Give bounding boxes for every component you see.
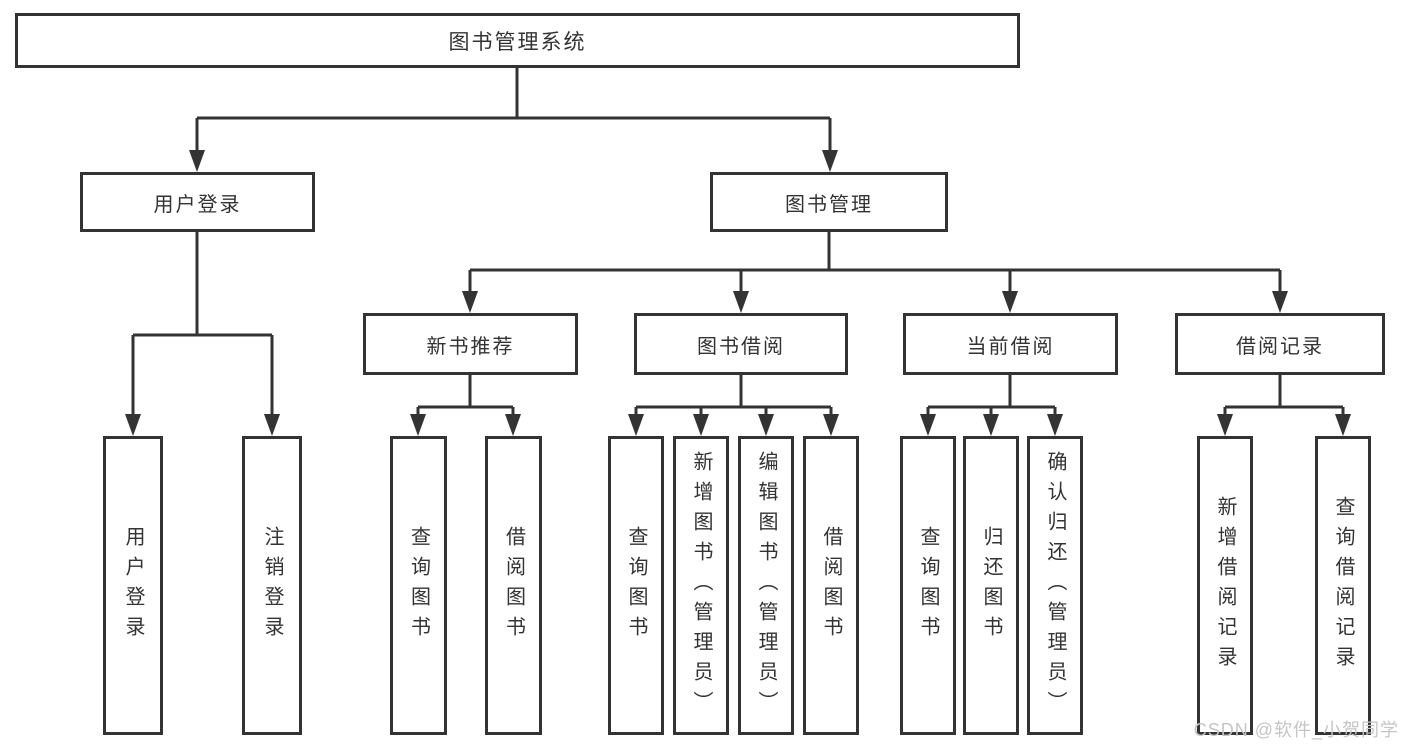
node-label: 借阅图书 [502,525,525,646]
node-leaf-add-borrow-record: 新增借阅记录 [1197,436,1253,735]
node-book-management: 图书管理 [710,172,948,232]
node-leaf-return-books: 归还图书 [963,436,1019,735]
node-user-login: 用户登录 [80,172,315,232]
node-label: 归还图书 [980,525,1002,646]
node-new-book-recommend: 新书推荐 [363,313,578,375]
node-leaf-user-login: 用户登录 [103,436,163,735]
node-library-management-system: 图书管理系统 [15,13,1020,68]
node-leaf-borrow-books: 借阅图书 [803,436,859,735]
node-label: 借阅图书 [820,525,842,646]
node-label: 查询图书 [407,525,430,646]
node-borrowing-records: 借阅记录 [1175,313,1385,375]
node-label: 用户登录 [122,525,144,646]
node-leaf-logout: 注销登录 [242,436,302,735]
node-label: 新增借阅记录 [1214,495,1236,676]
node-label: 编辑图书（管理员） [755,450,777,721]
node-label: 注销登录 [261,525,283,646]
node-leaf-edit-books-admin: 编辑图书（管理员） [738,436,794,735]
node-label: 查询借阅记录 [1332,495,1354,676]
tree-edges [131,68,1345,421]
node-label: 图书管理系统 [448,30,587,54]
node-label: 当前借阅 [966,335,1055,358]
node-label: 图书管理 [785,193,873,216]
node-leaf-query-books-rec: 查询图书 [390,436,447,735]
node-leaf-add-books-admin: 新增图书（管理员） [673,436,729,735]
node-label: 确认归还（管理员） [1044,450,1066,721]
node-label: 图书借阅 [697,335,785,358]
node-leaf-query-books: 查询图书 [608,436,664,735]
arrowhead-icons [125,150,1351,436]
node-label: 借阅记录 [1236,335,1324,358]
node-label: 查询图书 [625,525,647,646]
node-label: 查询图书 [917,525,939,646]
node-label: 用户登录 [153,193,242,216]
csdn-watermark: CSDN @软件_小贺同学 [1193,720,1399,740]
node-leaf-query-borrow-record: 查询借阅记录 [1315,436,1371,735]
node-leaf-query-books-current: 查询图书 [900,436,956,735]
node-current-borrowing: 当前借阅 [903,313,1118,375]
node-label: 新书推荐 [426,335,515,358]
node-label: 新增图书（管理员） [690,450,712,721]
node-leaf-borrow-books-rec: 借阅图书 [485,436,542,735]
node-book-borrowing: 图书借阅 [634,313,848,375]
node-leaf-confirm-return-admin: 确认归还（管理员） [1027,436,1083,735]
